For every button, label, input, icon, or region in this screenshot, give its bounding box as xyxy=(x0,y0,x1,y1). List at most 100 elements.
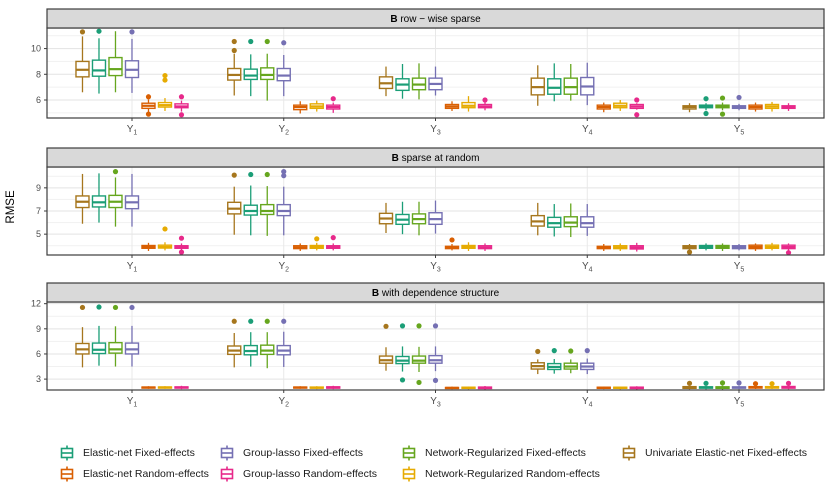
boxplot-network-regularized-fixed xyxy=(260,38,275,101)
panel-strip xyxy=(46,147,825,168)
boxplot-univariate-elastic-net-fixed xyxy=(378,202,394,233)
boxplot-univariate-elastic-net-fixed xyxy=(75,173,90,224)
y-tick-label: 6 xyxy=(36,95,41,105)
boxplot-group-lasso-fixed xyxy=(580,348,595,375)
outlier-point xyxy=(719,95,726,101)
boxplot-elastic-net-fixed xyxy=(395,201,410,235)
outlier-point xyxy=(112,304,119,311)
outlier-point xyxy=(535,348,541,355)
boxplot-elastic-net-random xyxy=(596,102,611,113)
outlier-point xyxy=(231,47,237,54)
boxplot-group-lasso-fixed xyxy=(124,29,140,93)
boxplot-elastic-net-random xyxy=(444,101,460,111)
legend-item-network-regularized-fixed: Network-Regularized Fixed-effects xyxy=(400,444,586,462)
boxplot-network-regularized-random xyxy=(309,386,324,390)
outlier-point xyxy=(162,72,168,79)
outlier-point xyxy=(416,379,422,386)
outlier-point xyxy=(634,97,640,103)
legend-item-network-regularized-random: Network-Regularized Random-effects xyxy=(400,465,600,483)
boxplot-network-regularized-fixed xyxy=(108,31,123,93)
outlier-point xyxy=(399,377,406,383)
boxplot-elastic-net-random xyxy=(748,102,763,112)
boxplot-network-regularized-fixed xyxy=(563,348,578,374)
outlier-point xyxy=(79,304,86,311)
boxplot-network-regularized-fixed xyxy=(715,95,730,117)
boxplot-group-lasso-random xyxy=(781,103,796,111)
outlier-point xyxy=(736,94,742,101)
boxplot-elastic-net-random xyxy=(748,243,763,251)
legend-item-group-lasso-random: Group-lasso Random-effects xyxy=(218,465,377,483)
boxplot-group-lasso-fixed xyxy=(731,244,747,251)
legend-item-elastic-net-fixed: Elastic-net Fixed-effects xyxy=(58,444,195,462)
boxplot-group-lasso-random xyxy=(629,386,644,390)
boxplot-univariate-elastic-net-fixed xyxy=(682,380,697,390)
boxplot-elastic-net-random xyxy=(444,386,460,390)
x-tick-label: Y4 xyxy=(582,124,593,137)
boxplot-univariate-elastic-net-fixed xyxy=(75,29,90,93)
outlier-point xyxy=(112,169,119,175)
boxplot-network-regularized-fixed xyxy=(563,64,578,101)
panel-strip xyxy=(46,282,825,303)
outlier-point xyxy=(752,381,759,387)
boxplot-group-lasso-random xyxy=(174,235,189,255)
outlier-point xyxy=(178,112,185,118)
outlier-point xyxy=(231,172,237,178)
boxplot-group-lasso-fixed xyxy=(580,62,595,106)
boxplot-elastic-net-fixed xyxy=(698,380,714,390)
outlier-point xyxy=(399,323,406,329)
outlier-point xyxy=(281,318,287,324)
outlier-point xyxy=(248,38,254,45)
boxplot-univariate-elastic-net-fixed xyxy=(227,172,242,235)
boxplot-elastic-net-fixed xyxy=(698,243,714,251)
boxplot-network-regularized-fixed xyxy=(411,323,427,386)
boxplot-elastic-net-random xyxy=(293,243,308,251)
outlier-point xyxy=(785,250,792,256)
outlier-point xyxy=(634,112,640,118)
boxplot-elastic-net-random xyxy=(293,101,308,114)
outlier-point xyxy=(769,381,775,387)
legend-item-label: Univariate Elastic-net Fixed-effects xyxy=(645,447,808,459)
x-tick-label: Y3 xyxy=(430,261,441,274)
boxplot-network-regularized-random xyxy=(613,100,628,111)
boxplot-network-regularized-fixed xyxy=(108,304,123,367)
boxplot-univariate-elastic-net-fixed xyxy=(378,323,394,371)
boxplot-elastic-net-fixed xyxy=(395,64,410,99)
legend-key-boxplot-icon xyxy=(622,445,636,461)
x-tick-label: Y2 xyxy=(278,261,289,274)
boxplot-network-regularized-fixed xyxy=(411,63,427,100)
x-tick-label: Y3 xyxy=(430,124,441,137)
box-iqr xyxy=(243,68,258,81)
outlier-point xyxy=(703,96,709,102)
boxplot-elastic-net-fixed xyxy=(547,63,562,102)
outlier-point xyxy=(719,380,726,386)
y-tick-label: 5 xyxy=(36,229,41,239)
boxplot-elastic-net-fixed xyxy=(91,304,107,366)
boxplot-group-lasso-random xyxy=(629,242,644,252)
boxplot-network-regularized-fixed xyxy=(260,171,275,236)
box-iqr xyxy=(260,203,275,216)
box-iqr xyxy=(547,78,562,95)
panel-strip-title: B row − wise sparse xyxy=(390,14,481,25)
boxplot-group-lasso-random xyxy=(174,94,189,118)
boxplot-group-lasso-fixed xyxy=(428,200,443,234)
legend-item-univariate-elastic-net-fixed: Univariate Elastic-net Fixed-effects xyxy=(620,444,807,462)
outlier-point xyxy=(584,348,590,354)
outlier-point xyxy=(248,318,254,324)
boxplot-network-regularized-fixed xyxy=(563,203,578,238)
x-tick-label: Y2 xyxy=(278,396,289,409)
x-tick-label: Y4 xyxy=(582,261,593,274)
boxplot-network-regularized-random xyxy=(309,236,324,251)
outlier-point xyxy=(785,380,792,386)
outlier-point xyxy=(178,94,185,100)
outlier-point xyxy=(736,380,742,386)
boxplot-group-lasso-random xyxy=(477,243,493,251)
legend-item-label: Network-Regularized Fixed-effects xyxy=(425,447,586,459)
boxplot-elastic-net-random xyxy=(141,386,156,389)
y-tick-label: 9 xyxy=(36,183,41,193)
boxplot-network-regularized-fixed xyxy=(411,201,427,236)
outlier-point xyxy=(96,28,102,34)
boxplot-network-regularized-random xyxy=(461,242,476,251)
boxplot-elastic-net-random xyxy=(444,237,460,251)
